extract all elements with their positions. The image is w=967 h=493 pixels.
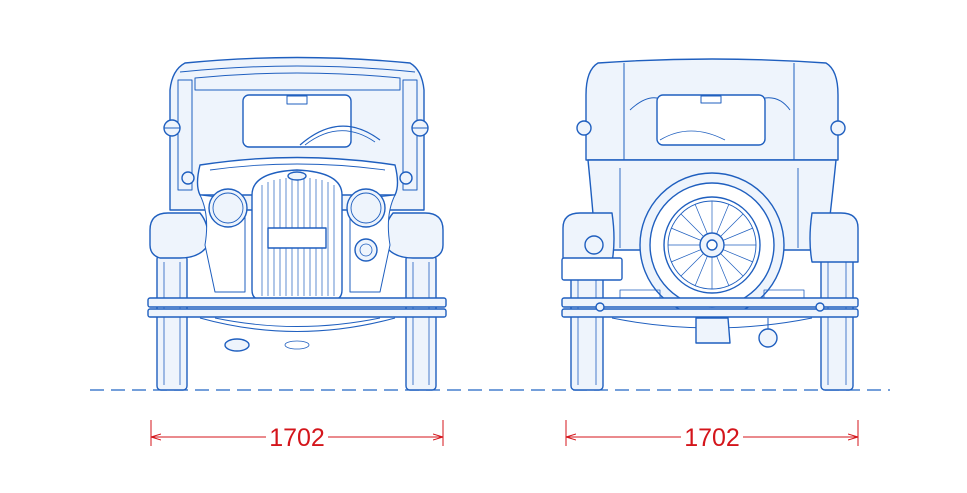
front-right-headlight (346, 188, 386, 228)
rear-window (656, 94, 766, 146)
rear-right-fender (809, 212, 859, 263)
spare-wheel (639, 172, 785, 318)
front-right-tyre (405, 254, 437, 391)
front-windshield (242, 94, 352, 148)
rear-bumper (561, 297, 859, 308)
front-dimension-label: 1702 (269, 424, 325, 452)
rear-dimension (565, 420, 859, 446)
rear-view (561, 58, 859, 391)
rear-dimension-label: 1702 (684, 424, 740, 452)
rear-left-tyre (570, 254, 604, 391)
rear-right-tyre (820, 254, 854, 391)
front-dimension (150, 420, 444, 446)
front-left-headlight (208, 188, 248, 228)
front-right-fender (383, 212, 444, 259)
rear-license-plate (561, 257, 623, 281)
front-bumper (147, 297, 447, 308)
front-license-plate (267, 227, 327, 249)
front-left-tyre (156, 254, 188, 391)
front-left-fender (149, 212, 210, 259)
front-view (147, 56, 447, 391)
